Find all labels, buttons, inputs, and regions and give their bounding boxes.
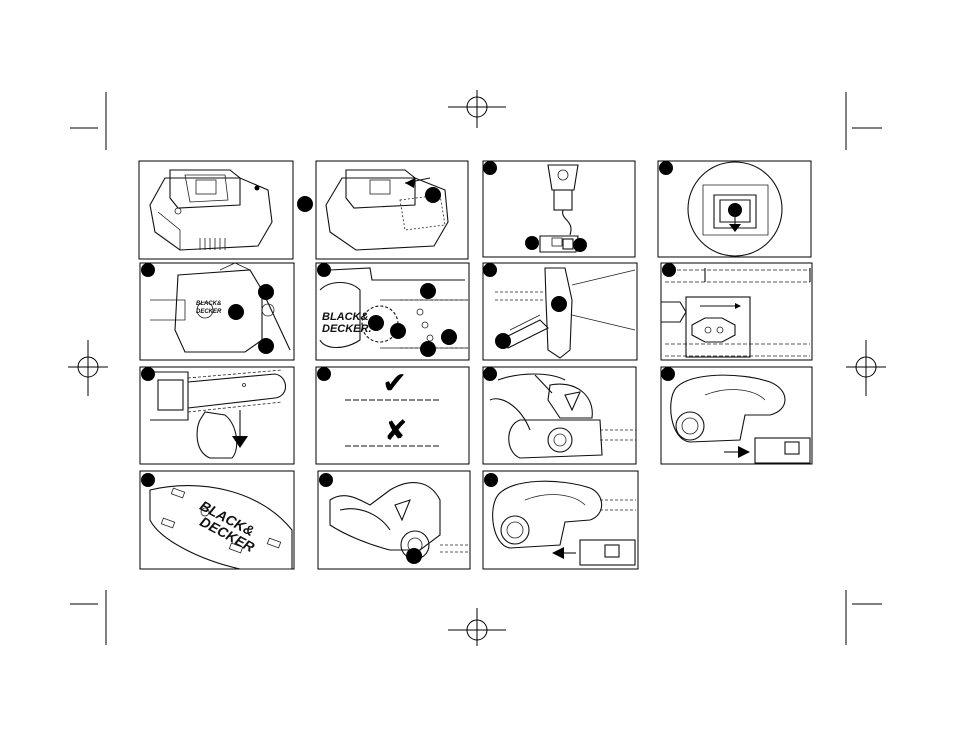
panel-battery-insert (661, 367, 812, 464)
panel-guide-bar: BLACK& DECKER (140, 471, 294, 569)
svg-text:BLACK&: BLACK& (196, 301, 221, 307)
panel-charger-indicator (658, 161, 811, 257)
registration-mark-bottom (448, 608, 506, 646)
registration-mark-right (846, 340, 886, 396)
panel-lock-off (483, 367, 636, 464)
panel-bar-oil (140, 367, 294, 464)
svg-text:DECKER: DECKER (196, 309, 222, 315)
panel-cover-removal: BLACK& DECKER (140, 263, 294, 360)
panel-chain-direction (661, 263, 812, 360)
panel-battery-remove (483, 471, 638, 569)
registration-mark-left (68, 340, 108, 396)
callout-marker (297, 196, 313, 212)
incorrect-cross-icon: ✘ (384, 414, 407, 447)
panel-handle-grip (318, 471, 470, 569)
correct-check-icon: ✔ (382, 366, 407, 401)
registration-mark-top (448, 90, 506, 128)
panel-chain-sprocket: BLACK& DECKER. (316, 263, 469, 360)
panel-chain-tension (483, 263, 637, 360)
panel-battery-release (316, 161, 468, 259)
panel-battery-pack (139, 161, 293, 259)
panel-charger (483, 161, 635, 257)
panel-chain-check: ✔ ✘ (316, 366, 469, 464)
svg-text:BLACK&: BLACK& (322, 311, 368, 323)
